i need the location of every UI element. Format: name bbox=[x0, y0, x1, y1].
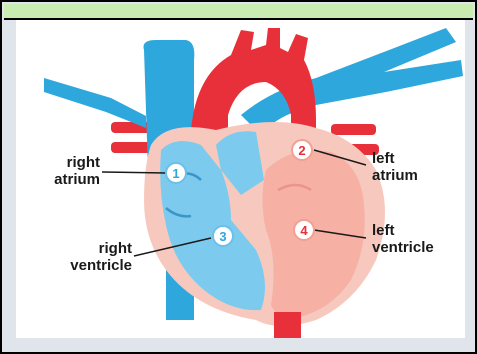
leader-right-atrium bbox=[102, 172, 166, 173]
label-right-atrium-line2: atrium bbox=[36, 171, 100, 188]
label-left-ventricle: left ventricle bbox=[372, 222, 462, 256]
pulmonary-vein-right-top bbox=[331, 124, 376, 135]
label-right-ventricle-line2: ventricle bbox=[32, 257, 132, 274]
marker-3: 3 bbox=[213, 226, 233, 246]
descending-aorta bbox=[274, 312, 301, 338]
label-left-atrium-line1: left bbox=[372, 150, 452, 167]
marker-4-text: 4 bbox=[300, 223, 308, 238]
label-right-ventricle: right ventricle bbox=[32, 240, 132, 274]
marker-3-text: 3 bbox=[219, 229, 226, 244]
heart-scene: 1 2 3 4 right atrium left atrium r bbox=[16, 20, 465, 338]
marker-1-text: 1 bbox=[172, 166, 179, 181]
marker-1: 1 bbox=[166, 163, 186, 183]
label-left-ventricle-line2: ventricle bbox=[372, 239, 462, 256]
label-right-ventricle-line1: right bbox=[32, 240, 132, 257]
label-right-atrium-line1: right bbox=[36, 154, 100, 171]
label-right-atrium: right atrium bbox=[36, 154, 100, 188]
label-left-atrium-line2: atrium bbox=[372, 167, 452, 184]
pulmonary-artery-left bbox=[44, 78, 146, 128]
top-banner-strip bbox=[4, 4, 473, 20]
marker-4: 4 bbox=[294, 220, 314, 240]
marker-2: 2 bbox=[292, 140, 312, 160]
marker-2-text: 2 bbox=[298, 143, 305, 158]
label-left-ventricle-line1: left bbox=[372, 222, 462, 239]
label-left-atrium: left atrium bbox=[372, 150, 452, 184]
